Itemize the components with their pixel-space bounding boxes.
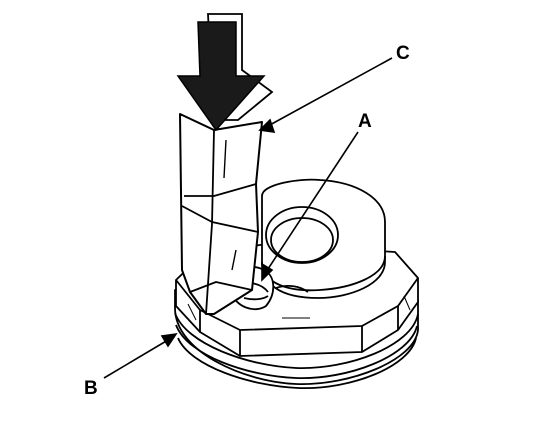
- leader-lines: [103, 57, 393, 379]
- nut-bore: [265, 206, 339, 264]
- leader-line-c: [267, 57, 393, 127]
- arrowhead-b: [160, 332, 178, 348]
- flange-rim: [177, 337, 417, 389]
- force-arrow: [176, 13, 274, 132]
- callout-label-c: C: [396, 43, 410, 64]
- flange-rim-3: [174, 312, 419, 369]
- nut-shading: [187, 295, 411, 321]
- punch-facet-3: [223, 139, 237, 271]
- arrowhead-a: [261, 262, 274, 282]
- punch-tool: [179, 113, 263, 315]
- hex-face-edges: [175, 277, 419, 331]
- punch-facet-2: [181, 183, 259, 293]
- leader-line-b: [103, 339, 169, 379]
- leader-line-a: [265, 131, 359, 273]
- flange-rim-2: [175, 324, 418, 379]
- hex-vertical-edges: [199, 306, 399, 356]
- arrowhead-c: [258, 118, 276, 133]
- callout-label-b: B: [84, 378, 98, 399]
- callout-label-a: A: [358, 111, 372, 132]
- arrow-shape: [176, 21, 266, 132]
- punch-facet-1: [205, 129, 215, 315]
